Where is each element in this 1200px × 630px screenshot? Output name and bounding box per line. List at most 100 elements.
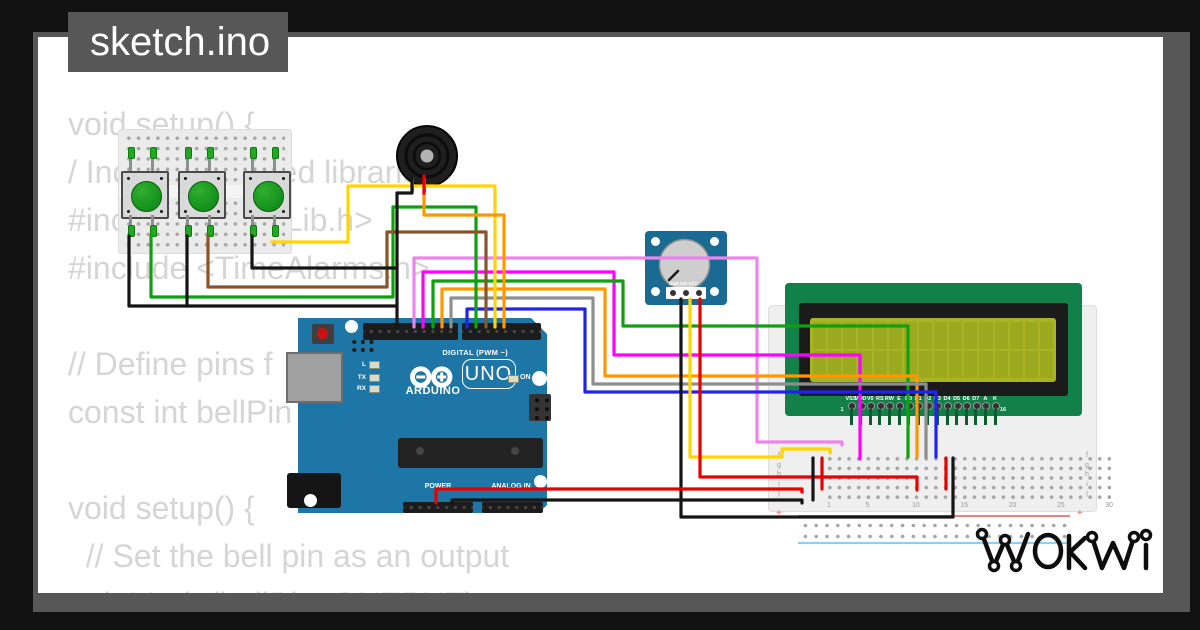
breadboard-col-number: 15 [960, 502, 969, 509]
button-leg-tip [271, 225, 279, 237]
icsp-header [350, 338, 376, 355]
lcd-pin-number: 1 [840, 407, 844, 413]
lcd-cell [1024, 322, 1038, 349]
pushbutton[interactable] [243, 171, 291, 219]
lcd-cell [828, 351, 842, 378]
button-leg-tip [249, 225, 257, 237]
buzzer[interactable] [389, 120, 465, 228]
breadboard-col-number: 1 [827, 502, 831, 509]
lcd-cell [873, 351, 887, 378]
mini-breadboard[interactable] [118, 129, 292, 254]
lcd-cell [813, 351, 827, 378]
lcd-pin-leg [859, 409, 863, 425]
button-screw [217, 210, 220, 213]
rail-plus-sign: + [1077, 508, 1083, 519]
button-screw [127, 177, 130, 180]
arduino-brand-label: ARDUINO [405, 385, 461, 397]
lcd-pin-label: K [993, 396, 997, 402]
lcd-cell [1039, 322, 1053, 349]
code-line: void setup() { [68, 490, 255, 526]
lcd-pin-label: A [983, 396, 988, 402]
button-cap[interactable] [253, 181, 284, 212]
lcd-cell [873, 322, 887, 349]
led-label: RX [356, 385, 366, 392]
breadboard-col-number: 5 [865, 502, 870, 509]
lcd-cell [1009, 322, 1023, 349]
lcd-pin-leg [849, 409, 853, 425]
button-leg-tip [149, 225, 157, 237]
mcu-chip-dot [511, 447, 519, 455]
lcd-cell [979, 322, 993, 349]
button-screw [249, 210, 252, 213]
lcd-pin-leg [935, 409, 939, 425]
circuit-canvas[interactable]: void setup() {/ Include required librari… [38, 37, 1163, 593]
digital-pwm-label: DIGITAL (PWM ~) [442, 348, 508, 357]
mounting-hole [345, 320, 358, 333]
pot-hole [651, 237, 660, 246]
breadboard-col-number: 10 [911, 502, 920, 509]
l-led [369, 361, 380, 369]
lcd-pin-leg [926, 409, 930, 425]
analog-in-label: ANALOG IN [491, 483, 531, 490]
code-line: pinMode(bellPin, OUTPUT); [68, 586, 484, 593]
breadboard-row-label: i [778, 480, 780, 488]
lcd-cell [813, 322, 827, 349]
breadboard-row-label: j [1086, 490, 1088, 498]
power-header[interactable] [403, 502, 473, 513]
button-screw [282, 210, 285, 213]
pushbutton[interactable] [178, 171, 226, 219]
lcd-pin-leg [964, 409, 968, 425]
rail-line-red [798, 515, 1070, 517]
lcd-pin-leg [897, 409, 901, 425]
digital-header-right[interactable] [462, 323, 541, 340]
lcd-cell [903, 322, 917, 349]
lcd-pin-leg [868, 409, 872, 425]
button-leg-stem [128, 157, 132, 171]
button-cap[interactable] [188, 181, 219, 212]
lcd-cell [934, 322, 948, 349]
breadboard-row-label: i [1086, 480, 1088, 488]
button-leg-tip [249, 147, 257, 159]
led-label: TX [357, 374, 366, 381]
pot-pin-strip [666, 287, 706, 299]
reset-button-cap[interactable] [317, 328, 328, 339]
code-line: const int bellPin [68, 394, 293, 430]
button-cap[interactable] [131, 181, 162, 212]
lcd-pin-leg [945, 409, 949, 425]
button-leg-stem [207, 157, 211, 171]
button-leg-tip [184, 225, 192, 237]
sketch-filename-tab: sketch.ino [68, 12, 288, 72]
rail-line-blue [798, 542, 1070, 544]
lcd-pin-label: D7 [972, 396, 980, 402]
button-screw [127, 210, 130, 213]
lcd-cell [1039, 351, 1053, 378]
button-leg-stem [128, 215, 132, 227]
lcd-pin-leg [993, 409, 997, 425]
button-screw [249, 177, 252, 180]
buzzer-leg [411, 178, 414, 192]
lcd-cell [903, 351, 917, 378]
lcd-pin-leg [887, 409, 891, 425]
button-screw [184, 177, 187, 180]
code-line: // Define pins f [68, 346, 273, 382]
icsp-header-2 [529, 394, 551, 421]
lcd-cell [949, 351, 963, 378]
lcd-pin-leg [878, 409, 882, 425]
lcd-pin-leg [907, 409, 911, 425]
button-leg-tip [206, 147, 214, 159]
pushbutton[interactable] [121, 171, 169, 219]
lcd-pin-leg [983, 409, 987, 425]
lcd-cell [949, 322, 963, 349]
pot-pin [683, 290, 689, 296]
analog-header[interactable] [482, 502, 543, 513]
breadboard-col-number: 25 [1056, 502, 1065, 509]
mounting-hole [532, 371, 547, 386]
breadboard-col-number: 20 [1008, 502, 1017, 509]
digital-header-left[interactable] [363, 323, 458, 340]
lcd-pin-label: D6 [962, 396, 970, 402]
lcd-cell [1009, 351, 1023, 378]
wokwi-logo [975, 527, 1153, 573]
lcd-cell [918, 322, 932, 349]
